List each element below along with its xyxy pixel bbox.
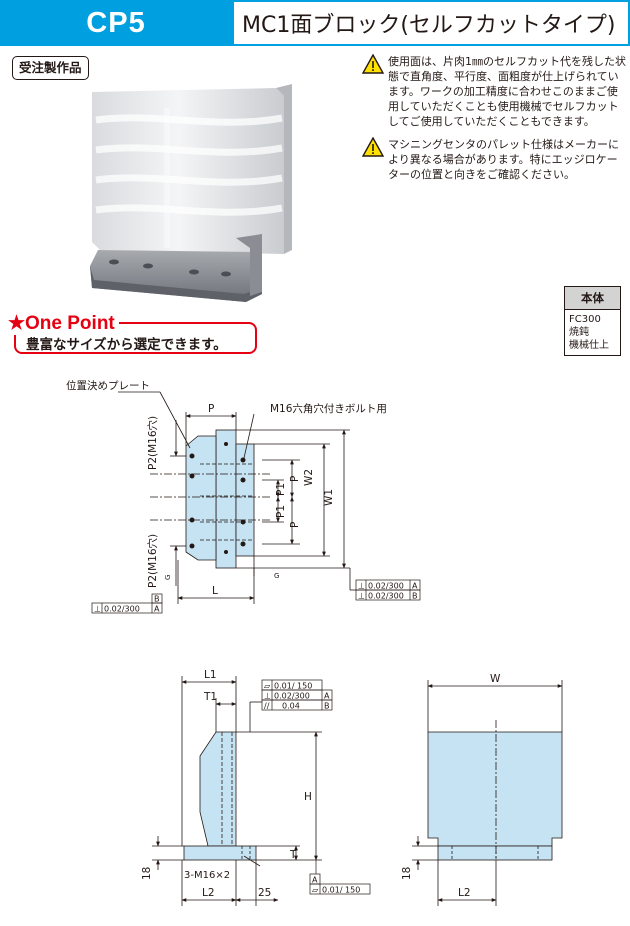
dim-h: H bbox=[304, 791, 312, 803]
surface-mark-g-left: G bbox=[164, 575, 172, 580]
svg-text:⊥: ⊥ bbox=[358, 592, 365, 601]
svg-text:⊥: ⊥ bbox=[94, 605, 101, 614]
dim-p2-bottom: P2(M16穴) bbox=[146, 534, 159, 588]
holes-label: 3-M16×2 bbox=[184, 870, 230, 881]
svg-text:A: A bbox=[154, 605, 160, 614]
dim-p-right-2: P bbox=[289, 522, 301, 528]
tol-side-2: 0.02/300 bbox=[274, 692, 310, 701]
svg-text:▱: ▱ bbox=[264, 682, 271, 691]
front-view bbox=[412, 680, 563, 906]
tol-right-1: 0.02/300 bbox=[368, 582, 404, 591]
note-item: マシニングセンタのパレット仕様はメーカーにより異なる場合があります。特にエッジロ… bbox=[362, 137, 628, 182]
dim-w: W bbox=[490, 673, 501, 685]
svg-text:⊥: ⊥ bbox=[358, 582, 365, 591]
note-item: 使用面は、片肉1㎜のセルフカット代を残した状態で直角度、平行度、面粗度が仕上げら… bbox=[362, 54, 628, 129]
dim-l2-front: L2 bbox=[458, 887, 471, 899]
svg-text:B: B bbox=[324, 702, 330, 711]
dim-18-side: 18 bbox=[141, 867, 153, 880]
svg-text:A: A bbox=[412, 582, 418, 591]
material-table: 本体 FC300 焼鈍 機械仕上 bbox=[564, 286, 621, 356]
page-header: CP5 MC1面ブロック(セルフカットタイプ) bbox=[0, 0, 630, 46]
svg-text:A: A bbox=[324, 692, 330, 701]
dim-25: 25 bbox=[258, 887, 271, 899]
dim-l: L bbox=[212, 585, 218, 597]
surface-mark-g-right: G bbox=[274, 572, 279, 580]
dim-p1-2: P1 bbox=[275, 505, 287, 518]
side-view bbox=[152, 676, 322, 906]
tolerance-frame-left bbox=[91, 593, 163, 614]
dim-p1-1: P1 bbox=[275, 483, 287, 496]
tol-left: 0.02/300 bbox=[104, 605, 140, 614]
dim-t: T bbox=[289, 849, 297, 861]
dim-p: P bbox=[208, 403, 214, 415]
dim-l1: L1 bbox=[204, 669, 217, 681]
top-view bbox=[118, 391, 356, 604]
notes: 使用面は、片肉1㎜のセルフカット代を残した状態で直角度、平行度、面粗度が仕上げら… bbox=[362, 54, 628, 190]
svg-text:A: A bbox=[312, 876, 318, 885]
tolerance-frame-right bbox=[355, 579, 421, 601]
svg-text:B: B bbox=[154, 595, 160, 604]
tol-side-bottom: 0.01/ 150 bbox=[322, 886, 360, 895]
technical-drawings: 位置決めプレート M16六角穴付きボルト用 P W2 W1 P P P1 P1 … bbox=[66, 379, 563, 906]
product-code: CP5 bbox=[0, 0, 232, 46]
dim-18-front: 18 bbox=[401, 867, 413, 880]
tolerance-frame-side-bottom bbox=[309, 860, 371, 895]
warning-icon bbox=[362, 137, 385, 157]
material-values: FC300 焼鈍 機械仕上 bbox=[569, 314, 609, 351]
dim-w1: W1 bbox=[323, 489, 335, 506]
made-to-order-badge: 受注製作品 bbox=[12, 56, 89, 80]
dim-w2: W2 bbox=[303, 469, 315, 486]
dim-t1: T1 bbox=[203, 691, 217, 703]
warning-icon bbox=[362, 54, 385, 74]
one-point-label: ★One Point bbox=[8, 312, 119, 335]
tol-side-1: 0.01/ 150 bbox=[274, 682, 312, 691]
svg-text:▱: ▱ bbox=[312, 886, 319, 895]
dim-l2-side: L2 bbox=[202, 887, 215, 899]
one-point-box: 豊富なサイズから選定できます。 bbox=[14, 322, 257, 354]
tolerance-frame-side-top bbox=[261, 679, 333, 711]
dim-p-right-1: P bbox=[289, 476, 301, 482]
tol-side-3: 0.04 bbox=[282, 702, 300, 711]
tol-right-2: 0.02/300 bbox=[368, 592, 404, 601]
positioning-plate-label: 位置決めプレート bbox=[66, 379, 150, 392]
dim-p2-top: P2(M16穴) bbox=[146, 416, 159, 470]
product-title: MC1面ブロック(セルフカットタイプ) bbox=[232, 0, 630, 46]
svg-text://: // bbox=[264, 702, 270, 711]
product-photo bbox=[90, 84, 292, 302]
svg-text:⊥: ⊥ bbox=[264, 692, 271, 701]
material-header: 本体 bbox=[565, 287, 620, 310]
svg-text:B: B bbox=[412, 592, 418, 601]
bolt-label: M16六角穴付きボルト用 bbox=[270, 402, 387, 415]
